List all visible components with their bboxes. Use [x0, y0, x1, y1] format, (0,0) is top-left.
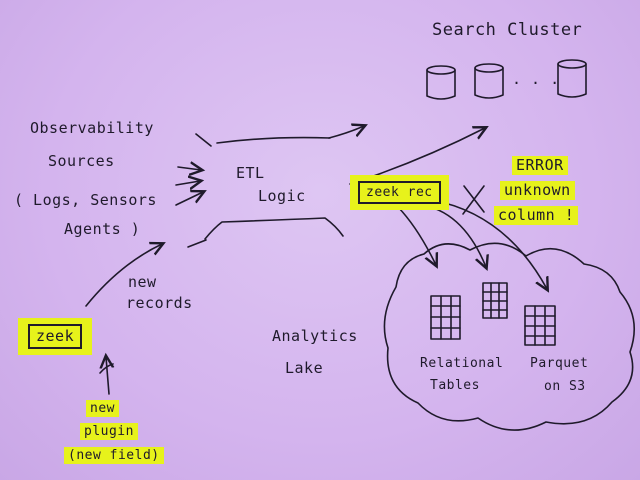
cylinder-icon — [426, 65, 456, 100]
arrow-zeek-rec-to-tables-2 — [414, 203, 486, 267]
sources-line-2: Sources — [48, 152, 115, 170]
search-cluster-title: Search Cluster — [432, 20, 583, 40]
arrow-sources-1 — [177, 167, 201, 170]
arrow-sources-3 — [175, 192, 203, 206]
zeek-rec-highlight: zeek rec — [350, 175, 449, 210]
etl-label-line-1: ETL — [236, 164, 265, 182]
etl-label-line-2: Logic — [258, 187, 306, 205]
table-grid-icon — [430, 295, 461, 340]
sources-line-1: Observability — [30, 119, 154, 137]
new-plugin-line-3: (new field) — [64, 447, 164, 464]
arrow-sources-2 — [175, 181, 200, 185]
zeek-box: zeek — [28, 324, 83, 349]
etl-funnel-top — [216, 136, 331, 144]
table-grid-icon — [482, 282, 508, 319]
etl-funnel-top-left — [195, 133, 212, 147]
relational-tables-line-1: Relational — [420, 356, 504, 371]
etl-funnel-bottom — [204, 217, 344, 240]
new-plugin-line-1: new — [86, 400, 119, 417]
analytics-lake-line-1: Analytics — [272, 327, 358, 345]
parquet-line-2: on S3 — [544, 379, 586, 394]
plugin-arrow-tail — [99, 363, 114, 374]
arrow-zeek-new-records — [85, 244, 162, 307]
etl-funnel-bottom-left — [187, 239, 207, 248]
search-cluster-cylinders — [426, 59, 587, 100]
parquet-line-1: Parquet — [530, 356, 589, 371]
search-cluster-ellipsis: . . . — [512, 70, 560, 88]
analytics-lake-line-2: Lake — [285, 359, 324, 377]
new-records-line-1: new — [128, 273, 157, 291]
new-records-line-2: records — [126, 294, 193, 312]
zeek-highlight: zeek — [18, 318, 93, 355]
analytics-lake-cloud — [383, 242, 636, 431]
error-line-2: unknown — [500, 181, 575, 200]
zeek-rec-box: zeek rec — [358, 181, 441, 204]
sources-line-3: ( Logs, Sensors — [14, 191, 157, 209]
cylinder-icon — [474, 63, 504, 99]
arrow-zeek-rec-to-tables — [397, 206, 436, 265]
error-line-1: ERROR — [512, 156, 568, 175]
error-cross — [462, 185, 485, 215]
sources-line-4: Agents ) — [64, 220, 141, 238]
parquet-grid-icon — [524, 305, 556, 346]
arrow-plugin-to-zeek — [106, 357, 109, 395]
arrow-etl-to-search-upper — [328, 126, 364, 139]
cylinder-icon — [557, 59, 587, 98]
error-line-3: column ! — [494, 206, 579, 225]
new-plugin-line-2: plugin — [80, 423, 138, 440]
relational-tables-line-2: Tables — [430, 378, 480, 393]
